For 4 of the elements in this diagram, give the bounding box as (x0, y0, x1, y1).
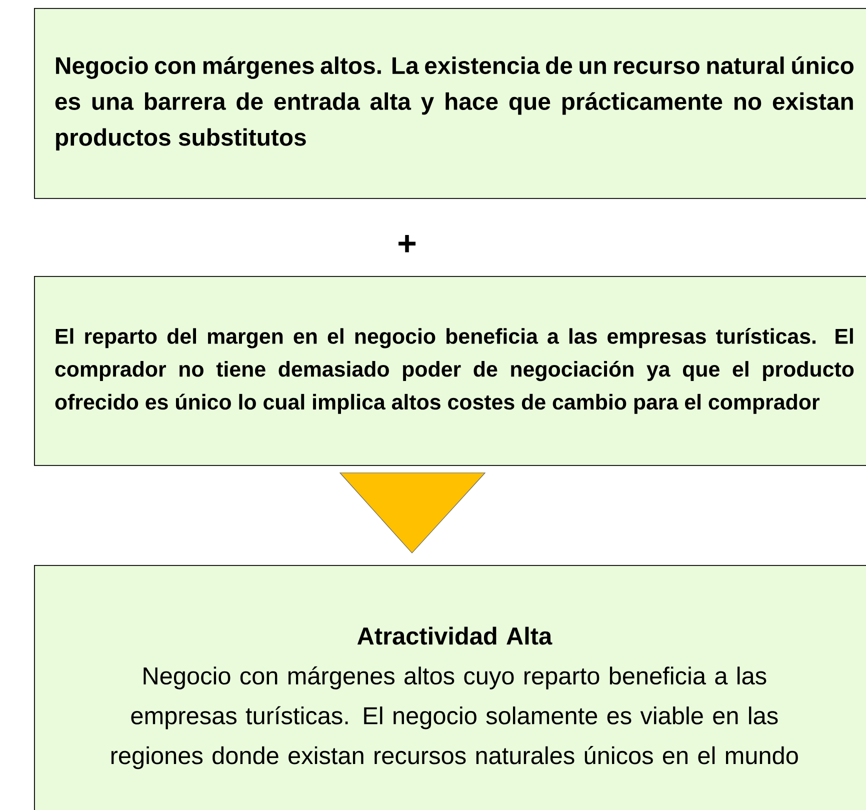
text-box: El reparto del margen en el negocio beneficia a las empresas turísticas. El comprador no tiene demasiado poder de negociación ya que el producto ofrecido es único lo cual implica altos costes de cambio para el comprador (34, 276, 866, 466)
plus-sign: + (398, 235, 416, 252)
text-box: Negocio con márgenes altos. La existencia de un recurso natural único es una barrera de entrada alta y hace que prácticamente no existan productos substitutos (34, 8, 866, 199)
text-box: Atractividad Alta Negocio con márgenes altos cuyo reparto beneficia a las empresas turísticas. El negocio solamente es viable en las regiones donde existan recursos naturales únicos en el mundo (34, 564, 866, 810)
